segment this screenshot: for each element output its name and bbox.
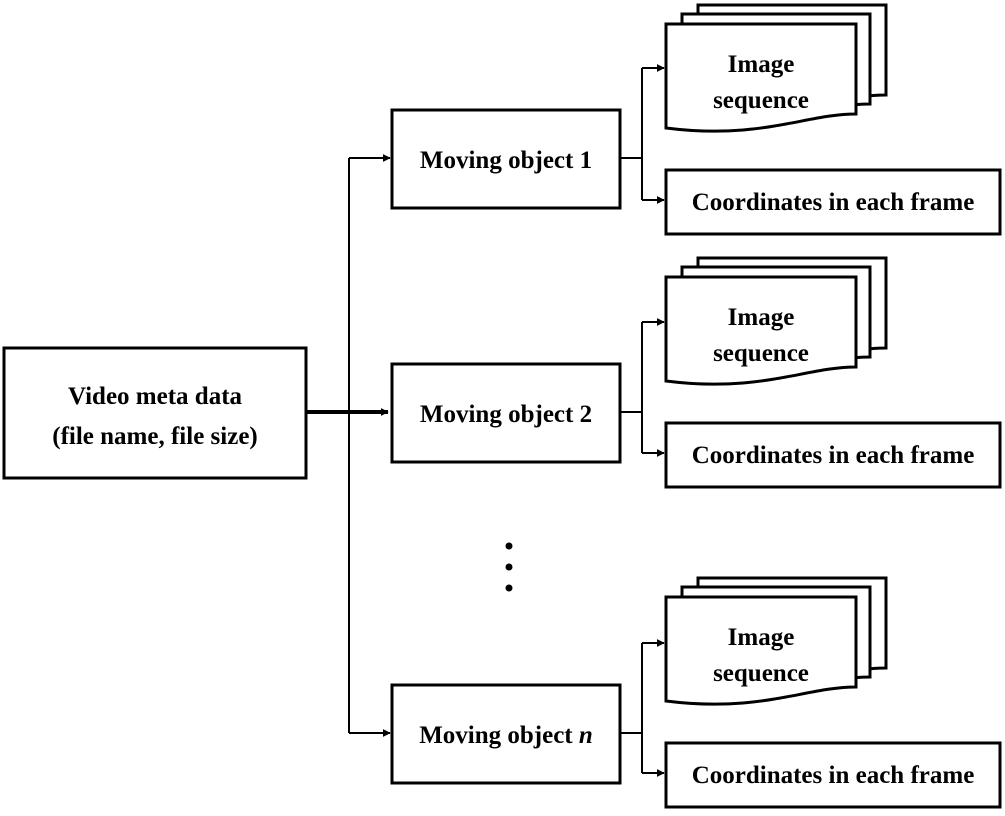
ellipsis-dot-3 <box>505 584 513 592</box>
ellipsis-dot-1 <box>505 542 513 550</box>
moving-object-n-variable: n <box>579 722 593 749</box>
coordinates-1-box <box>664 168 1002 236</box>
moving-object-2-label: Moving object 2 <box>420 401 592 428</box>
moving-object-n-group: Moving object n Image sequence Coordinat… <box>390 576 1002 809</box>
moving-object-n-prefix: Moving object <box>419 722 579 749</box>
ellipsis-dot-2 <box>505 563 513 571</box>
image-sequence-1-line-1: Image <box>728 51 795 78</box>
image-sequence-1-stack: Image sequence <box>664 3 888 133</box>
moving-object-n-box <box>390 683 622 785</box>
root-line-1: Video meta data <box>68 383 243 410</box>
image-sequence-2-line-2: sequence <box>713 340 809 367</box>
coordinates-n-label: Coordinates in each frame <box>692 762 975 789</box>
coordinates-2-box <box>664 421 1002 489</box>
image-sequence-2-stack: Image sequence <box>664 256 888 386</box>
moving-object-1-label: Moving object 1 <box>420 147 592 174</box>
root-line-2: (file name, file size) <box>52 423 257 450</box>
moving-object-1-box <box>390 108 622 210</box>
ellipsis <box>505 542 513 592</box>
moving-object-n-label: Moving object n <box>419 722 593 749</box>
image-sequence-n-stack: Image sequence <box>664 576 888 706</box>
coordinates-1-label: Coordinates in each frame <box>692 189 975 216</box>
image-sequence-2-line-1: Image <box>728 304 795 331</box>
image-sequence-1-line-2: sequence <box>713 87 809 114</box>
moving-object-2-group: Moving object 2 Image sequence Coordinat… <box>390 256 1002 489</box>
image-sequence-n-line-2: sequence <box>713 660 809 687</box>
video-meta-data-box: Video meta data (file name, file size) <box>2 346 308 480</box>
image-sequence-n-line-1: Image <box>728 624 795 651</box>
coordinates-n-box <box>664 741 1002 809</box>
coordinates-2-label: Coordinates in each frame <box>692 442 975 469</box>
trunk-connectors <box>306 154 391 737</box>
moving-object-1-group: Moving object 1 Image sequence Coordinat… <box>390 3 1002 236</box>
